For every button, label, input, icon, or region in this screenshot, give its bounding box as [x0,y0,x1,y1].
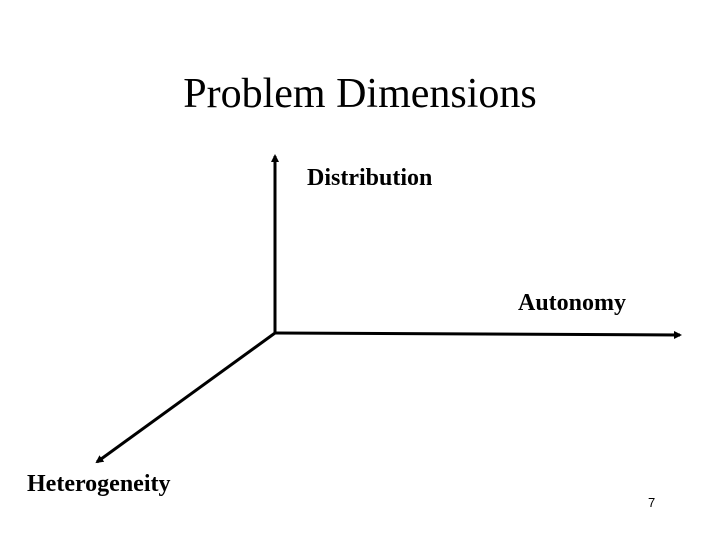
slide-title: Problem Dimensions [183,71,537,117]
autonomy-label: Autonomy [518,290,627,316]
heterogeneity-axis [95,331,276,464]
page-number: 7 [648,495,656,510]
autonomy-axis [274,330,682,339]
distribution-label: Distribution [307,165,433,191]
heterogeneity-label: Heterogeneity [27,471,171,497]
